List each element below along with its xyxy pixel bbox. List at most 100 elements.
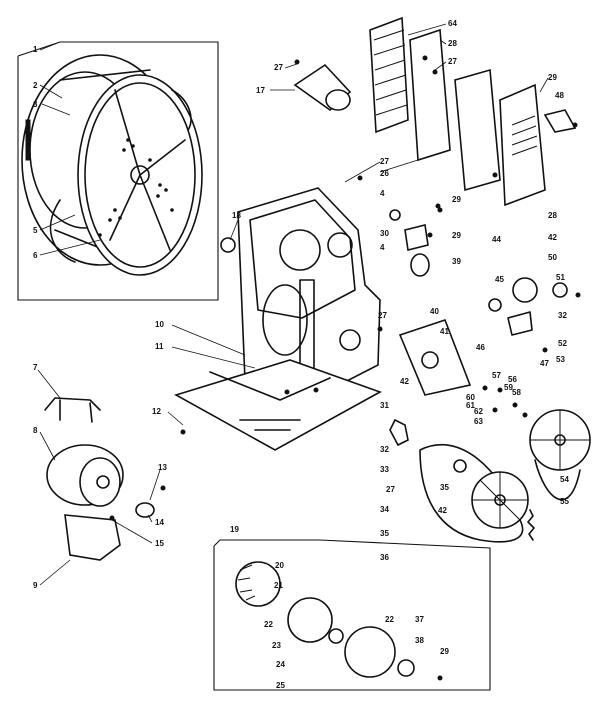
callout-11: 11 [155, 342, 164, 351]
duct-cover [499, 83, 546, 207]
grommet-35 [453, 459, 467, 473]
tension-spring [527, 509, 535, 541]
callout-64: 64 [448, 19, 457, 28]
bulkhead-inner [249, 199, 356, 319]
motor-pulley [135, 502, 155, 518]
motor-end-cap [79, 457, 121, 507]
idler-shaft [389, 418, 409, 447]
callout-21: 21 [274, 581, 283, 590]
callout-61: 61 [466, 401, 475, 410]
blower-cover [344, 626, 396, 678]
thermostat-48 [543, 109, 577, 133]
callout-47: 47 [540, 359, 549, 368]
callout-33: 33 [380, 465, 389, 474]
callout-27b: 27 [448, 57, 457, 66]
blower-hub [328, 628, 344, 644]
callout-52: 52 [558, 339, 567, 348]
callout-58: 58 [512, 388, 521, 397]
callout-34: 34 [380, 505, 389, 514]
callout-57: 57 [492, 371, 501, 380]
drive-system [389, 318, 591, 543]
callout-46: 46 [476, 343, 485, 352]
bulkhead-duct [262, 284, 308, 356]
callout-37: 37 [415, 615, 424, 624]
callout-20: 20 [275, 561, 284, 570]
callout-42c: 42 [438, 506, 447, 515]
callout-27c: 27 [380, 157, 389, 166]
callout-5: 5 [33, 226, 38, 235]
drum-drive-belt [534, 459, 581, 501]
blower-vanes [237, 564, 256, 601]
drum-seal-lower [49, 199, 76, 263]
callout-29a: 29 [548, 73, 557, 82]
callout-labels: 1 2 3 4 4 5 6 7 8 9 10 11 12 13 14 15 17… [33, 19, 569, 690]
bulkhead-hole-3 [339, 329, 361, 351]
duct-cover-vents [511, 115, 538, 156]
screws [109, 55, 581, 681]
callout-56: 56 [508, 375, 517, 384]
callout-29b: 29 [452, 195, 461, 204]
callout-44: 44 [492, 235, 501, 244]
callout-36: 36 [380, 553, 389, 562]
duct-plate [454, 68, 501, 192]
callout-22b: 22 [385, 615, 394, 624]
drum-drive-spokes [530, 410, 590, 470]
callout-27d: 27 [378, 311, 387, 320]
callout-35a: 35 [440, 483, 449, 492]
callout-45: 45 [495, 275, 504, 284]
callout-63: 63 [474, 417, 483, 426]
callout-38: 38 [415, 636, 424, 645]
lint-duct [409, 28, 451, 162]
thermostat [404, 224, 429, 251]
drum-seal [171, 89, 192, 131]
motor-shaft [96, 475, 110, 489]
base-slot [239, 419, 301, 431]
bulkhead-hole-2 [327, 232, 353, 258]
rear-bulkhead [237, 187, 381, 406]
callout-25: 25 [276, 681, 285, 690]
callout-27a: 27 [274, 63, 283, 72]
callout-4b: 4 [380, 243, 385, 252]
callout-51: 51 [556, 273, 565, 282]
thermal-fuse [410, 253, 430, 277]
callout-48: 48 [555, 91, 564, 100]
callout-29c: 29 [452, 231, 461, 240]
callout-26: 26 [380, 169, 389, 178]
drive-belt [419, 444, 524, 543]
base-plate [173, 359, 382, 451]
callout-12: 12 [152, 407, 161, 416]
callout-32b: 32 [380, 445, 389, 454]
callout-59: 59 [504, 383, 513, 392]
drum-assembly [17, 41, 219, 301]
base-rail [209, 371, 331, 401]
thermostat-cap [389, 209, 401, 221]
callout-18: 18 [232, 211, 241, 220]
drum-roller [25, 119, 31, 161]
blower-box [213, 539, 491, 691]
drum-hub [130, 165, 150, 185]
callout-30: 30 [380, 229, 389, 238]
blower-plate [287, 597, 333, 643]
callout-19: 19 [230, 525, 239, 534]
blower-assembly [213, 539, 491, 691]
callout-29d: 29 [440, 647, 449, 656]
callout-42b: 42 [400, 377, 409, 386]
callout-24: 24 [276, 660, 285, 669]
drive-pulley-spokes [472, 472, 528, 528]
light-bulb [512, 277, 538, 303]
callout-13: 13 [158, 463, 167, 472]
callout-42a: 42 [548, 233, 557, 242]
callout-39: 39 [452, 257, 461, 266]
callout-60: 60 [466, 393, 475, 402]
lint-screen [369, 16, 409, 134]
callout-27e: 27 [386, 485, 395, 494]
callout-40: 40 [430, 307, 439, 316]
bulkhead-hole [279, 229, 321, 271]
bulb-socket [488, 298, 502, 312]
blower-pulley [397, 659, 415, 677]
callout-7: 7 [33, 363, 38, 372]
callout-32a: 32 [558, 311, 567, 320]
callout-10: 10 [155, 320, 164, 329]
exhaust-hood-opening [325, 89, 351, 111]
motor-mount-bracket [64, 514, 121, 561]
